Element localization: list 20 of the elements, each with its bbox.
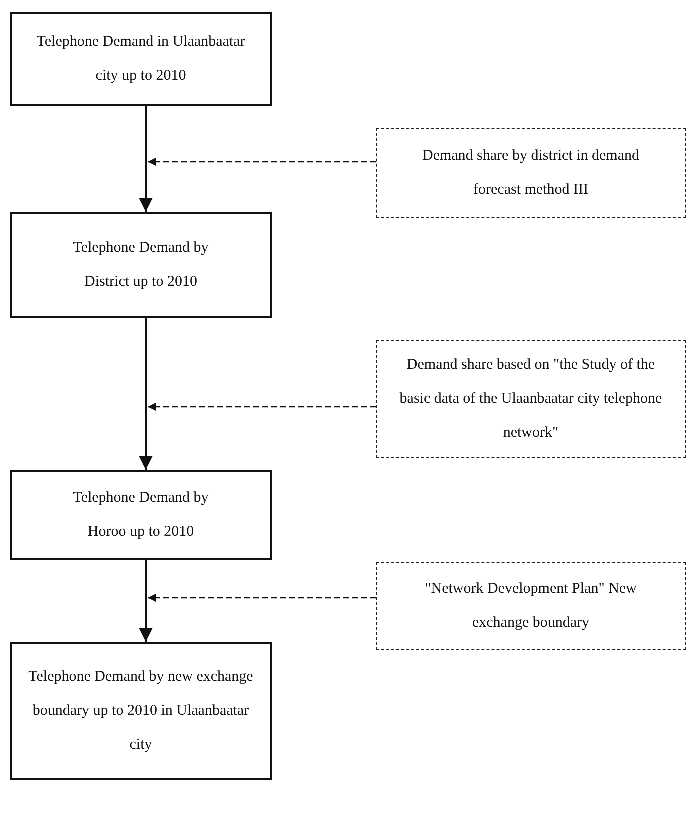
dashed-arrow: [148, 402, 376, 412]
box-text: "Network Development Plan" New exchange boundary: [424, 580, 638, 633]
process-box: [10, 642, 272, 780]
box-text: Telephone Demand in Ulaanbaatar city up to 2010: [36, 33, 246, 86]
note-box: [376, 128, 686, 218]
process-box: [10, 212, 272, 318]
process-box: [10, 12, 272, 106]
dashed-arrow: [148, 158, 376, 166]
box-text: Demand share by district in demand forecast method III: [421, 147, 641, 200]
box-text: Telephone Demand by new exchange boundary up to 2010 in Ulaanbaatar city: [28, 668, 254, 755]
note-box: [376, 340, 686, 458]
arrow: [139, 318, 153, 470]
box-text: Telephone Demand by Horoo up to 2010: [72, 489, 210, 542]
process-box: [10, 470, 272, 560]
dashed-arrow: [148, 594, 376, 602]
box-text: Telephone Demand by District up to 2010: [72, 239, 210, 292]
note-box: [376, 562, 686, 650]
arrow: [139, 106, 153, 212]
arrow: [139, 560, 153, 642]
box-text: Demand share based on "the Study of the basic data of the Ulaanbaatar city telephone network": [398, 356, 664, 443]
